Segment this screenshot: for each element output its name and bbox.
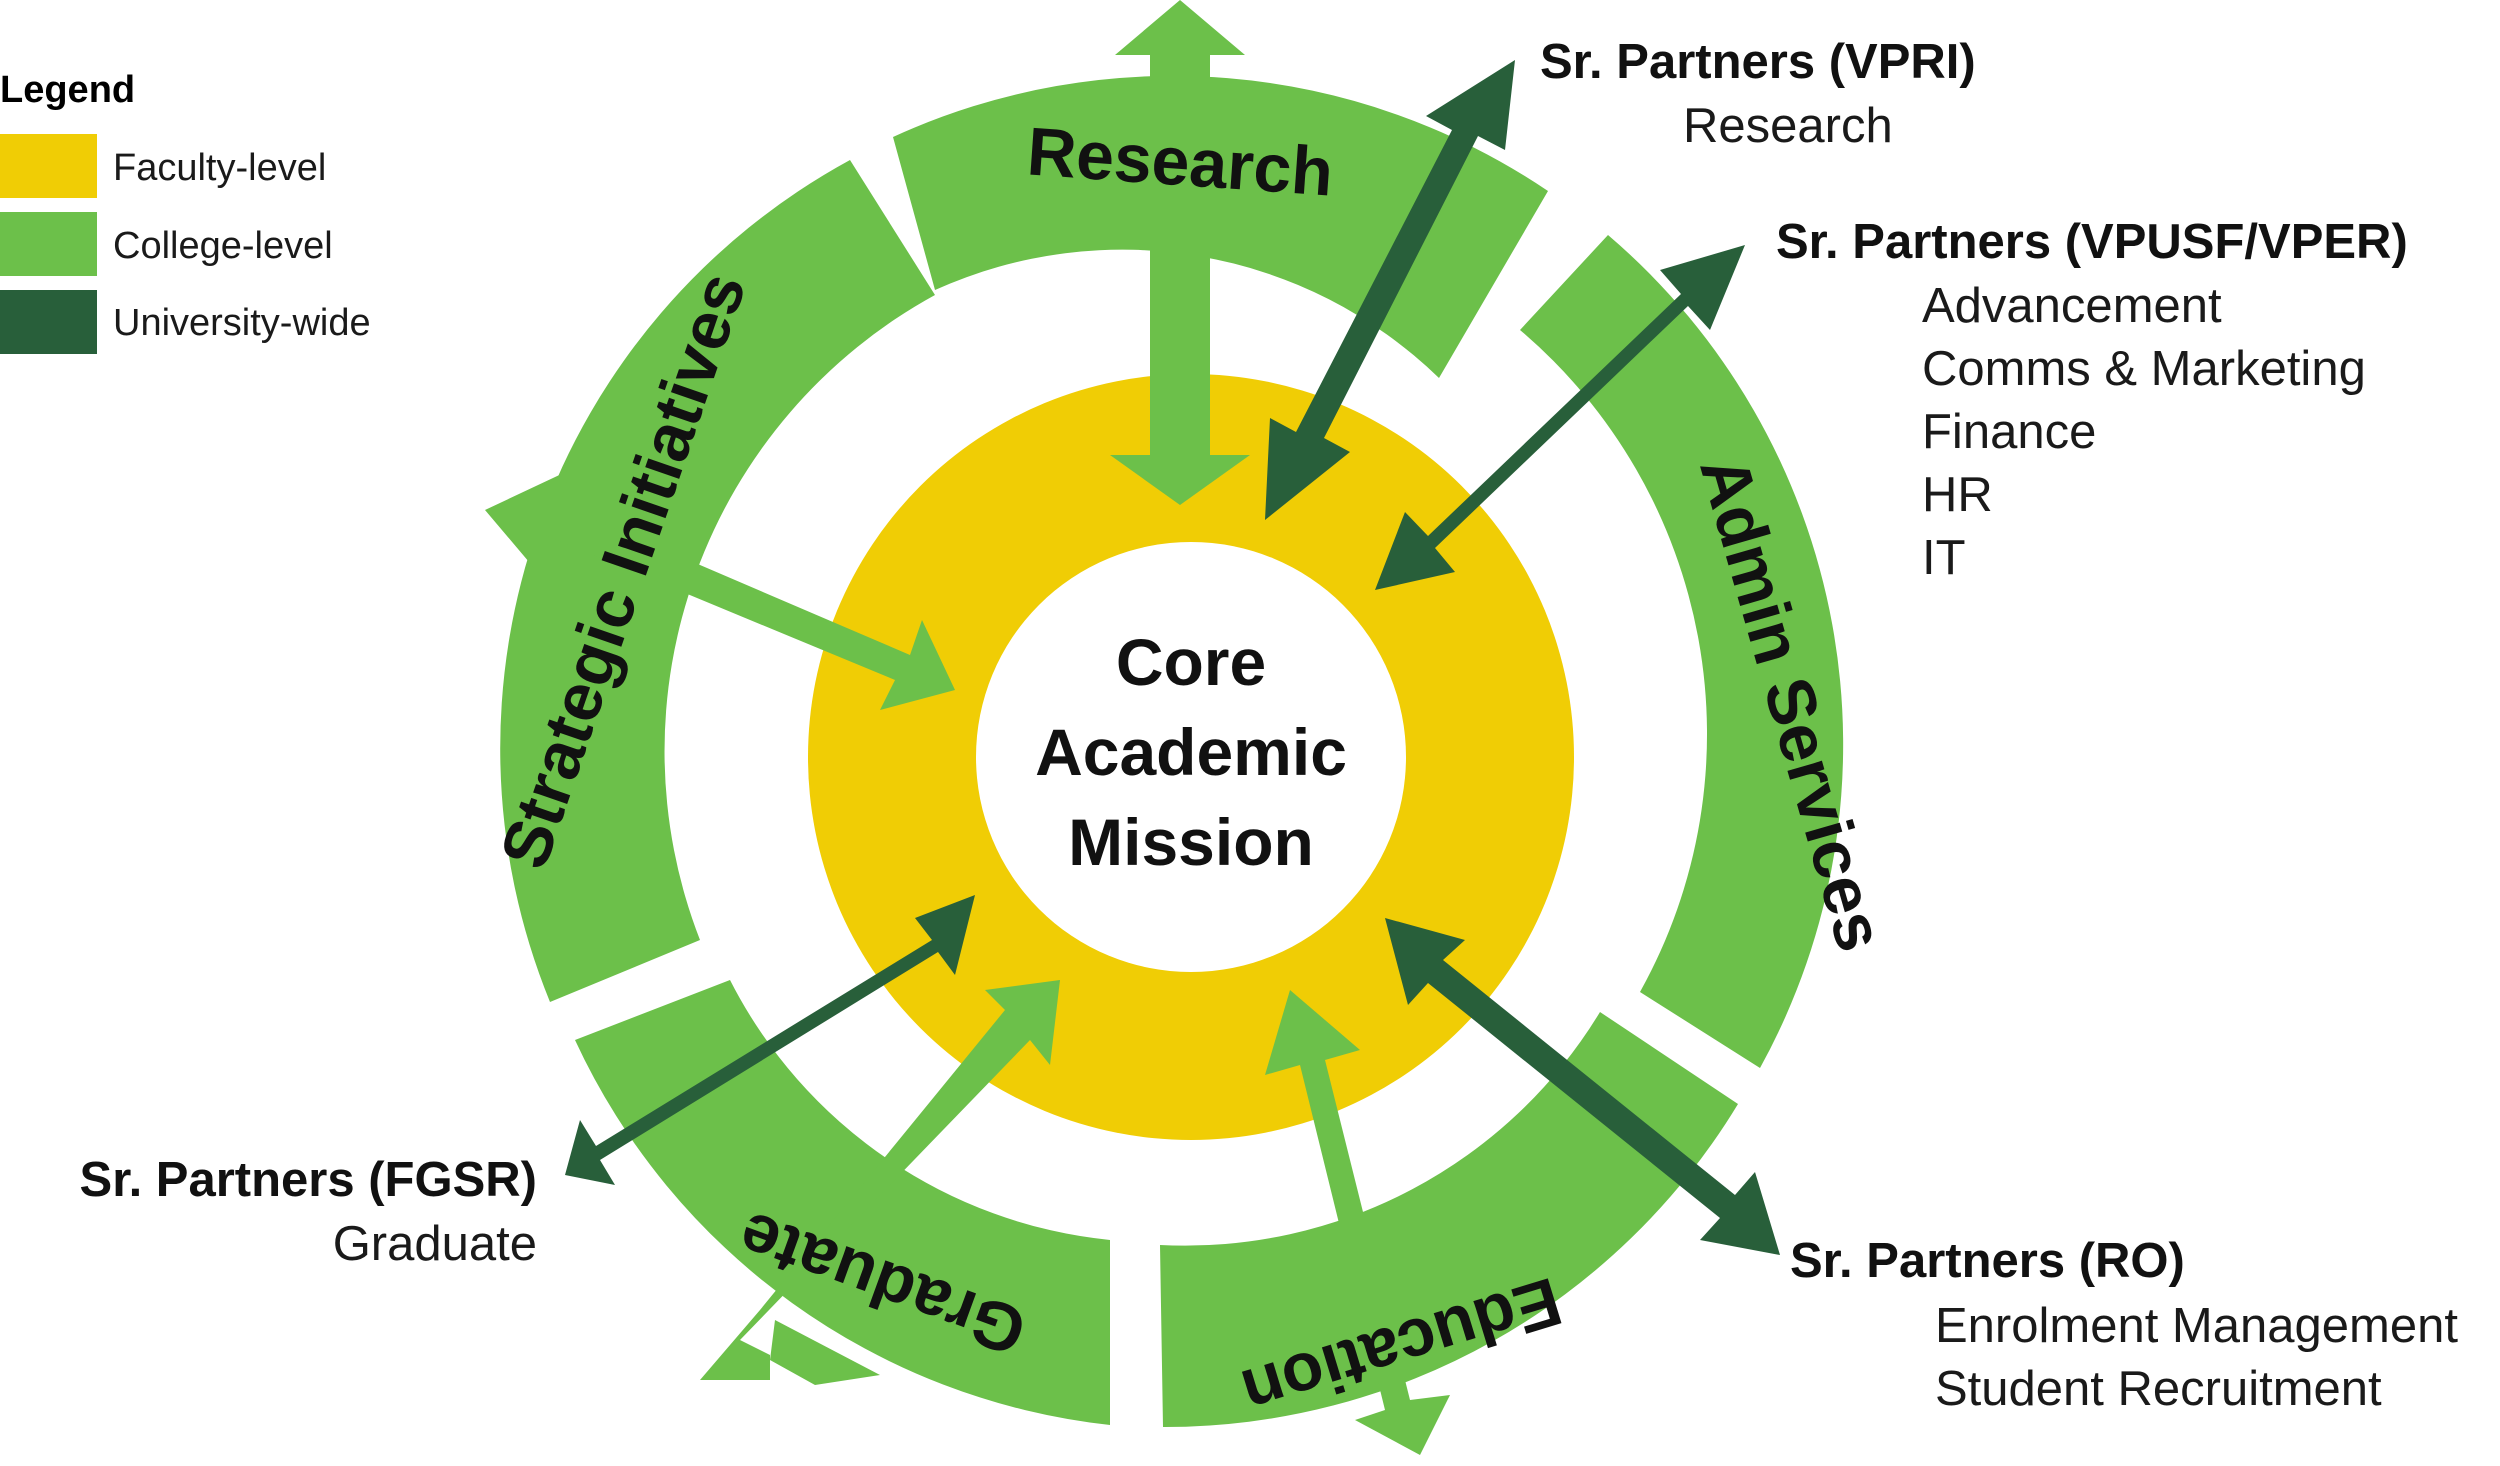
partner-ro: Sr. Partners (RO) Enrolment Management S… bbox=[1790, 1234, 2458, 1416]
fgsr-arrow bbox=[565, 895, 975, 1185]
partner-fgsr: Sr. Partners (FGSR) Graduate bbox=[80, 1153, 537, 1271]
vpusf-arrow bbox=[1375, 245, 1745, 590]
legend: Legend Faculty-level College-level Unive… bbox=[0, 69, 371, 354]
partner-vpri: Sr. Partners (VPRI) Research bbox=[1540, 35, 1976, 153]
university-arrows bbox=[565, 60, 1780, 1255]
college-arrows bbox=[485, 0, 1450, 1455]
partner-vpri-item: Research bbox=[1683, 99, 1893, 153]
legend-swatch-university bbox=[0, 290, 97, 354]
legend-label-university: University-wide bbox=[113, 302, 371, 344]
ro-arrow bbox=[1385, 918, 1780, 1255]
partner-vpri-title: Sr. Partners (VPRI) bbox=[1540, 35, 1976, 89]
legend-label-faculty: Faculty-level bbox=[113, 147, 326, 189]
graduate-arrowhead bbox=[770, 1320, 880, 1385]
research-arrow bbox=[1110, 0, 1250, 505]
partner-vpusf-item: Comms & Marketing bbox=[1922, 342, 2366, 396]
partner-vpusf-item: Advancement bbox=[1922, 279, 2222, 333]
partner-vpusf: Sr. Partners (VPUSF/VPER) Advancement Co… bbox=[1776, 215, 2408, 585]
partner-fgsr-title: Sr. Partners (FGSR) bbox=[80, 1153, 537, 1207]
education-arrow bbox=[1265, 990, 1450, 1455]
strategic-arrow bbox=[485, 470, 955, 710]
partner-ro-item: Student Recruitment bbox=[1935, 1362, 2382, 1416]
core-line-3: Mission bbox=[1068, 805, 1314, 879]
core-line-2: Academic bbox=[1035, 715, 1347, 789]
vpri-arrow bbox=[1265, 60, 1515, 520]
partner-fgsr-item: Graduate bbox=[333, 1217, 537, 1271]
ring-segment-admin bbox=[1520, 235, 1844, 1068]
partner-vpusf-title: Sr. Partners (VPUSF/VPER) bbox=[1776, 215, 2408, 269]
legend-title: Legend bbox=[0, 69, 135, 111]
partner-vpusf-item: HR bbox=[1922, 468, 1993, 522]
core-circle bbox=[976, 542, 1406, 972]
legend-label-college: College-level bbox=[113, 225, 333, 267]
partner-ro-item: Enrolment Management bbox=[1935, 1299, 2458, 1353]
partner-vpusf-item: IT bbox=[1922, 531, 1966, 585]
legend-swatch-faculty bbox=[0, 134, 97, 198]
ring-segment-strategic bbox=[500, 160, 935, 1002]
core-line-1: Core bbox=[1116, 625, 1266, 699]
legend-swatch-college bbox=[0, 212, 97, 276]
core-label: Core Academic Mission bbox=[1035, 625, 1347, 879]
partner-vpusf-item: Finance bbox=[1922, 405, 2096, 459]
partner-ro-title: Sr. Partners (RO) bbox=[1790, 1234, 2185, 1288]
graduate-arrow bbox=[700, 980, 1060, 1380]
